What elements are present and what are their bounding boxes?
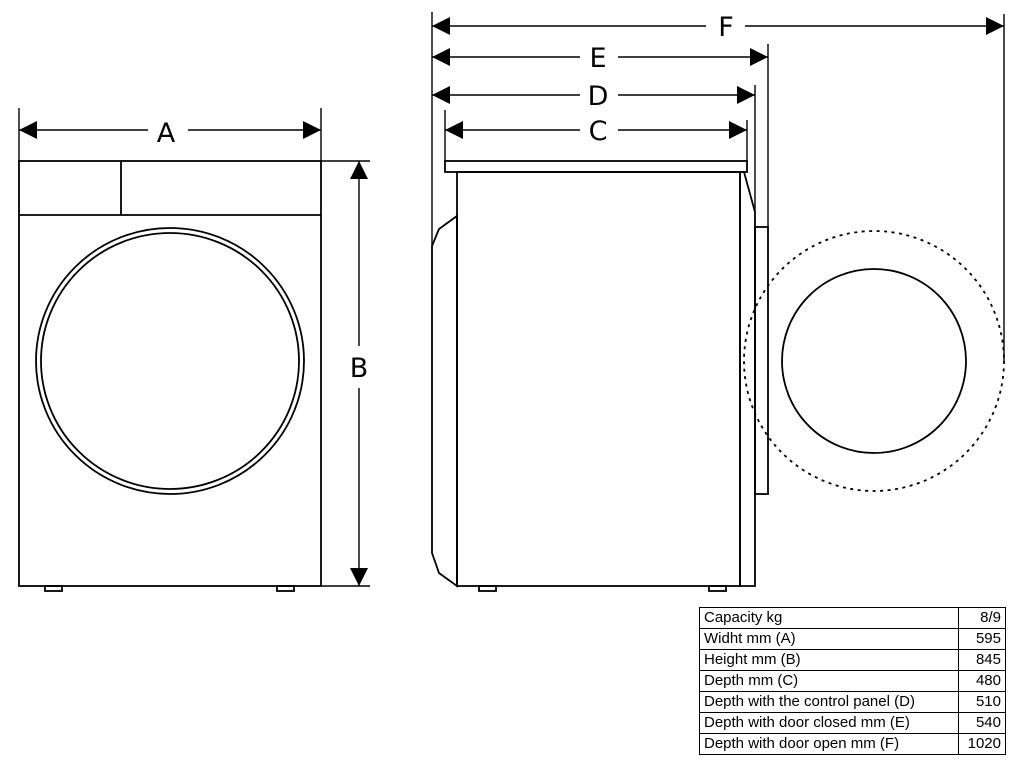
- spec-value: 510: [958, 691, 1006, 713]
- spec-label: Capacity kg: [699, 607, 959, 629]
- top-panel: [444, 160, 748, 173]
- door-inner-ring: [40, 232, 300, 490]
- specification-table: Capacity kg 8/9 Widht mm (A) 595 Height …: [699, 607, 1006, 755]
- dim-label-d: D: [588, 81, 609, 112]
- table-row: Depth with door open mm (F) 1020: [699, 733, 1006, 755]
- dim-label-c: C: [589, 116, 608, 147]
- dim-label-f: F: [718, 12, 734, 43]
- table-row: Depth with the control panel (D) 510: [699, 691, 1006, 713]
- spec-value: 480: [958, 670, 1006, 692]
- table-row: Widht mm (A) 595: [699, 628, 1006, 650]
- table-row: Depth mm (C) 480: [699, 670, 1006, 692]
- spec-label: Widht mm (A): [699, 628, 959, 650]
- spec-label: Depth with the control panel (D): [699, 691, 959, 713]
- spec-value: 595: [958, 628, 1006, 650]
- spec-value: 8/9: [958, 607, 1006, 629]
- dimension-lines: [19, 17, 1004, 586]
- extension-lines: [18, 12, 1005, 587]
- spec-value: 540: [958, 712, 1006, 734]
- front-view: [18, 160, 322, 592]
- spec-label: Depth mm (C): [699, 670, 959, 692]
- side-foot-right: [708, 585, 727, 592]
- dimension-labels: A B F E D C: [157, 12, 734, 384]
- table-row: Height mm (B) 845: [699, 649, 1006, 671]
- side-view: [431, 160, 1005, 592]
- control-panel-lip: [739, 171, 756, 587]
- side-body: [456, 171, 741, 587]
- door-outer-ring: [35, 227, 305, 495]
- open-door-window: [781, 268, 967, 454]
- dim-label-a: A: [157, 118, 176, 149]
- front-foot-left: [44, 585, 63, 592]
- spec-label: Height mm (B): [699, 649, 959, 671]
- spec-label: Depth with door open mm (F): [699, 733, 959, 755]
- front-foot-right: [276, 585, 295, 592]
- door-bulge: [431, 214, 458, 588]
- front-body: [18, 160, 322, 587]
- table-row: Depth with door closed mm (E) 540: [699, 712, 1006, 734]
- table-row: Capacity kg 8/9: [699, 607, 1006, 629]
- open-door-swing: [743, 230, 1005, 492]
- spec-value: 1020: [958, 733, 1006, 755]
- spec-label: Depth with door closed mm (E): [699, 712, 959, 734]
- spec-value: 845: [958, 649, 1006, 671]
- side-foot-left: [478, 585, 497, 592]
- door-closed-profile: [754, 226, 769, 495]
- dim-label-b: B: [350, 353, 369, 384]
- dim-label-e: E: [589, 43, 606, 74]
